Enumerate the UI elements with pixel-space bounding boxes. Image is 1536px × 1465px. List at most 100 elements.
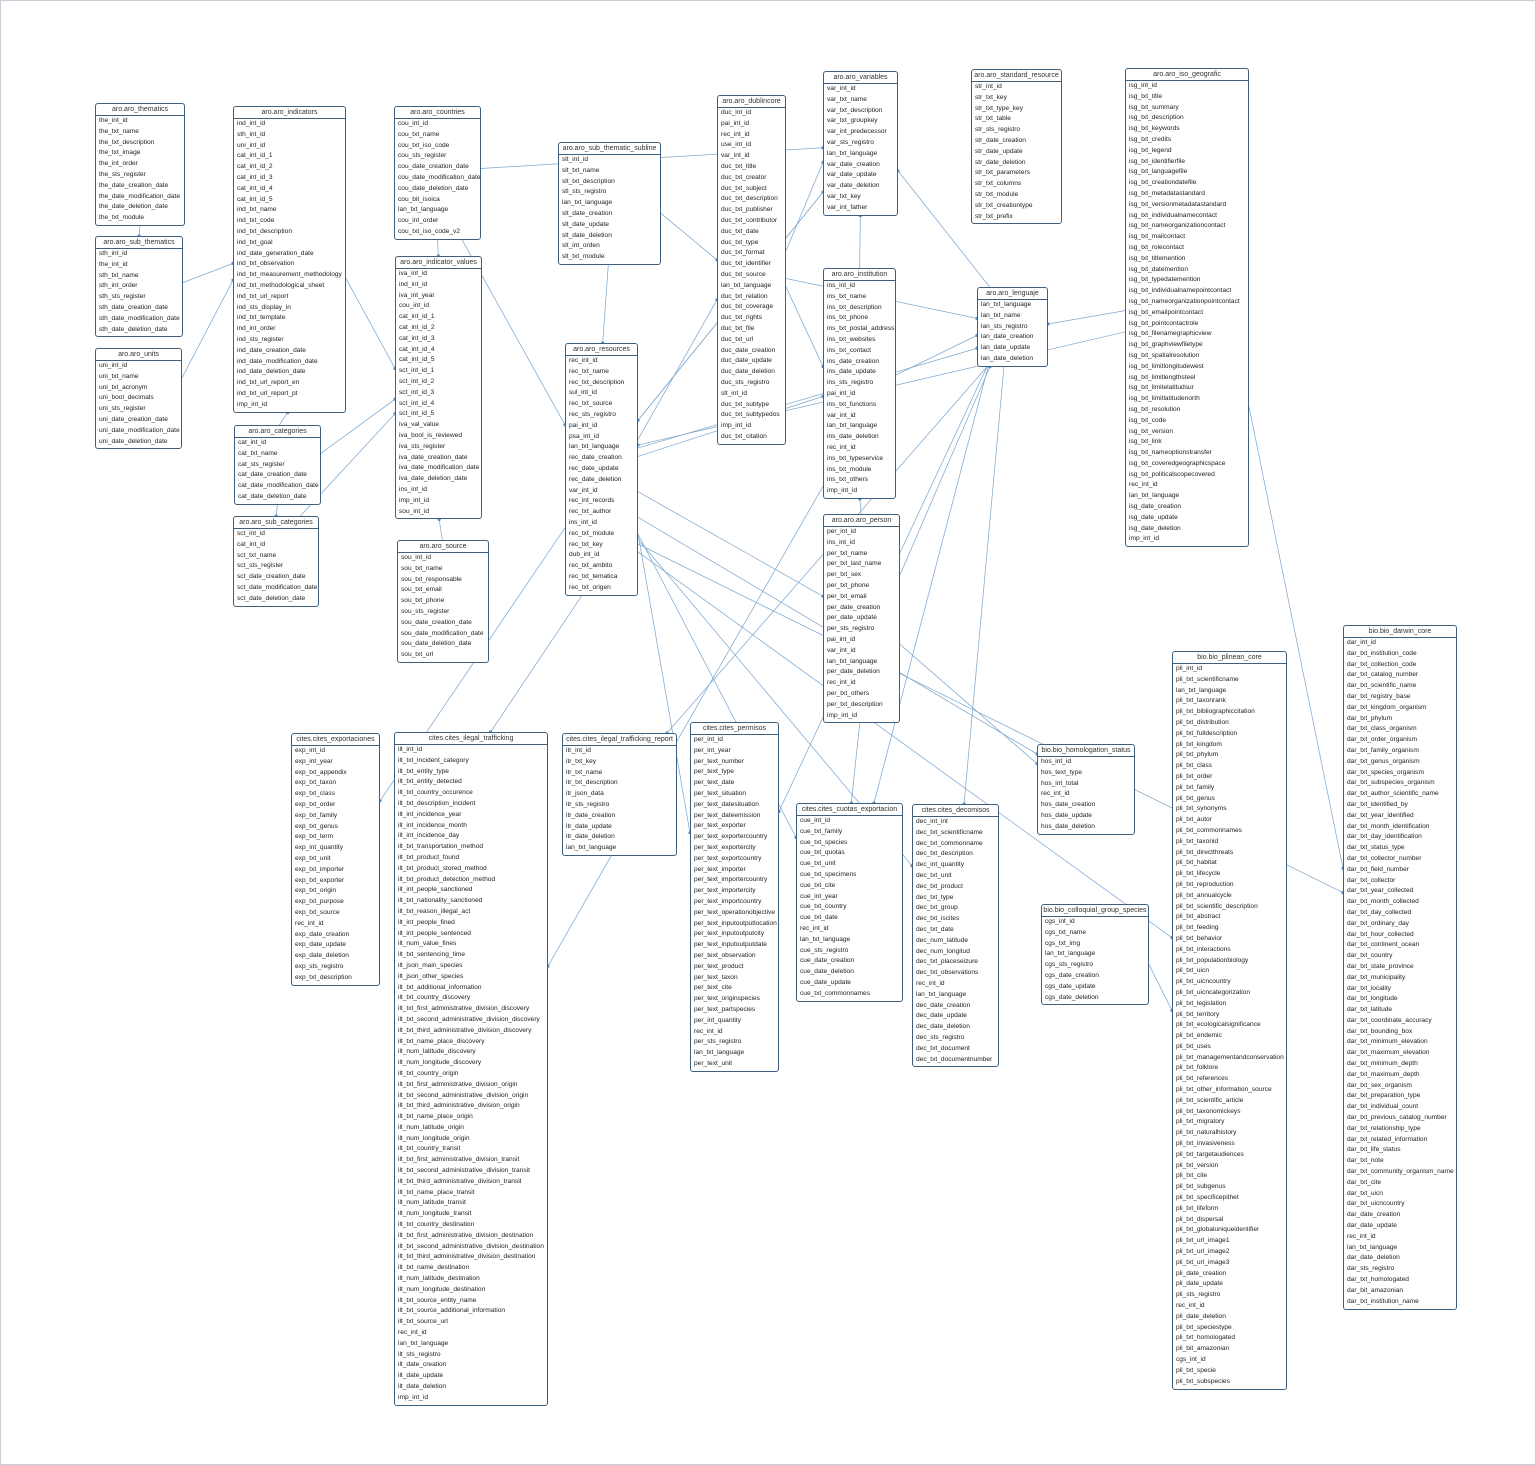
relationship-line	[637, 491, 824, 597]
table-field: lan_txt_language	[562, 199, 613, 207]
table-field: exp_txt_order	[295, 800, 336, 808]
table-field: pli_txt_specie	[1176, 1366, 1216, 1374]
table-field: dar_txt_relationship_type	[1347, 1124, 1421, 1132]
table-field: dec_txt_commonname	[916, 839, 983, 847]
table-field: per_int_id	[694, 736, 723, 743]
table-field: isg_txt_filenamegraphicview	[1129, 330, 1212, 338]
table-field: rec_int_id	[694, 1027, 723, 1035]
table-field: the_txt_image	[99, 149, 141, 157]
table-field: var_date_creation	[827, 160, 880, 168]
table-field: cat_int_id_1	[399, 313, 435, 321]
table-field: ilt_txt_reason_illegal_act	[398, 907, 471, 915]
table-field: iva_date_deletion_date	[399, 475, 468, 483]
table-field: pli_txt_dispersal	[1176, 1215, 1224, 1223]
table-field: cat_int_id_3	[237, 173, 273, 181]
table-field: ilt_txt_entity_detected	[398, 778, 462, 786]
table-field: ilt_txt_first_administrative_division_di…	[398, 1005, 530, 1013]
table-field: per_txt_sex	[827, 571, 862, 579]
table-field: pli_txt_phylum	[1176, 751, 1219, 759]
table-field: duc_txt_description	[721, 195, 778, 203]
table-field: exp_int_quantity	[295, 844, 344, 852]
table-field: ilt_txt_source_url	[398, 1318, 448, 1326]
table-field: hos_text_type	[1041, 768, 1083, 776]
table-field: cat_date_modification_date	[238, 482, 319, 490]
table-field: dar_txt_institution_name	[1347, 1297, 1419, 1305]
table-field: per_txt_description	[827, 700, 883, 708]
table-field: per_text_exportercountry	[694, 833, 768, 841]
table-field: the_date_modification_date	[99, 192, 181, 200]
table-field: dar_txt_life_status	[1347, 1146, 1401, 1154]
table-field: the_txt_description	[99, 138, 155, 146]
table-field: iva_val_value	[399, 421, 439, 429]
table-field: pli_txt_targetaudiences	[1176, 1150, 1244, 1158]
table-header: bio.bio_darwin_core	[1344, 626, 1456, 638]
relationship-line	[138, 225, 141, 237]
table-field: pli_txt_folklore	[1176, 1064, 1219, 1072]
table-field: dar_txt_institution_code	[1347, 649, 1417, 657]
table-field: per_text_operationobjective	[694, 908, 776, 916]
table-field: ind_txt_observation	[237, 260, 295, 268]
table-field: ilt_txt_description_incident	[398, 799, 476, 807]
table-field: uni_date_modification_date	[99, 426, 180, 434]
table-field: dec_num_longitud	[916, 947, 970, 955]
table-field: imp_int_id	[827, 711, 858, 719]
table-field: ins_txt_description	[827, 303, 882, 311]
table-field: duc_txt_publisher	[721, 206, 773, 214]
table-field: iva_int_id	[399, 270, 427, 277]
table-field: rec_txt_description	[569, 378, 625, 386]
table-field: stl_sts_registro	[562, 188, 607, 196]
table-field: dar_txt_year_identified	[1347, 811, 1414, 819]
table-field: imp_int_id	[1129, 535, 1160, 543]
table-field: isg_txt_legend	[1129, 146, 1172, 154]
table-field: isg_txt_link	[1129, 438, 1162, 446]
table-field: sct_txt_name	[237, 551, 277, 559]
relationship-line	[637, 347, 978, 449]
table-field: dar_bit_amazonian	[1347, 1286, 1404, 1294]
table-field: var_int_id	[827, 85, 856, 92]
table-field: itr_int_id	[566, 747, 591, 754]
table-field: exp_int_year	[295, 757, 333, 765]
relationship-line	[1047, 310, 1126, 325]
table-field: dar_txt_municipality	[1347, 973, 1406, 981]
table-field: exp_txt_term	[295, 833, 334, 841]
table-field: ind_txt_description	[237, 227, 292, 235]
table-field: str_txt_table	[975, 115, 1011, 123]
table-header: aro.aro_countries	[395, 107, 480, 119]
table-field: slt_int_id	[562, 156, 589, 163]
table-field: dar_txt_maximum_depth	[1347, 1070, 1420, 1078]
table-field: dar_txt_hour_collected	[1347, 930, 1414, 938]
table-field: imp_int_id	[237, 400, 268, 408]
table-field: lan_txt_language	[981, 301, 1032, 308]
table-field: pli_txt_url_image2	[1176, 1248, 1230, 1256]
table-header: aro.aro_indicators	[234, 107, 345, 119]
table-field: slt_txt_name	[562, 166, 600, 174]
